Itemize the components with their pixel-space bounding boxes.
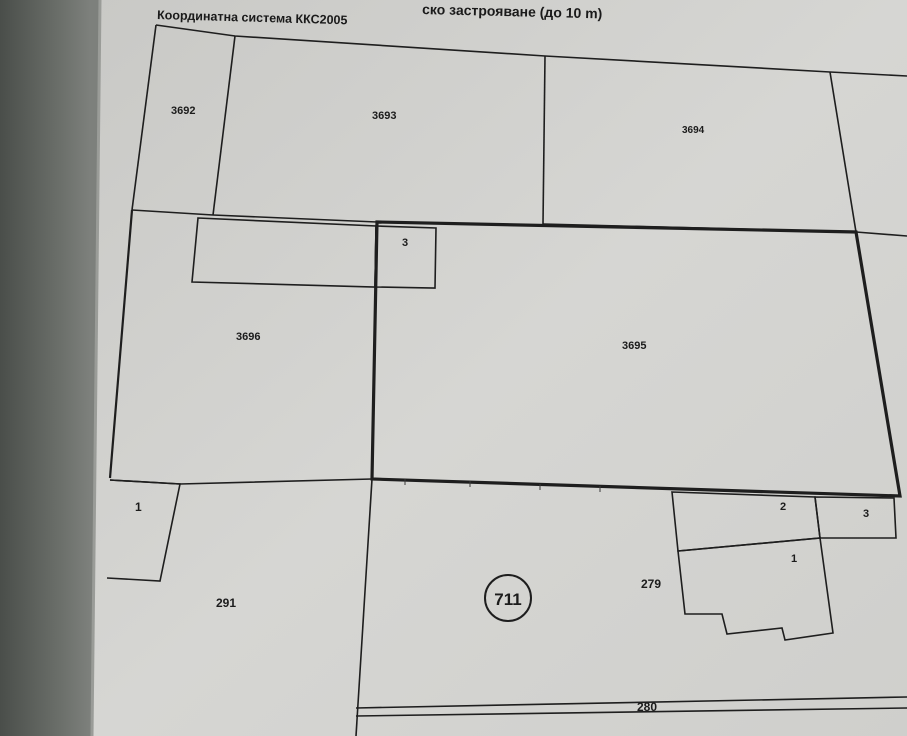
parcel-3695-outline bbox=[370, 220, 902, 498]
parcel-label-3696: 3696 bbox=[236, 331, 260, 343]
boundary-ticks bbox=[404, 479, 601, 492]
boundary-280-top bbox=[355, 696, 907, 709]
building-label-3-right: 3 bbox=[863, 508, 869, 520]
parcel-label-3693: 3693 bbox=[372, 110, 396, 122]
divider-3693-3694 bbox=[542, 55, 546, 225]
parcel-label-291: 291 bbox=[216, 596, 236, 610]
building-3-right bbox=[814, 496, 897, 539]
block-number-label: 711 bbox=[494, 590, 521, 609]
parcel-label-3692: 3692 bbox=[171, 105, 195, 117]
building-1-left bbox=[106, 479, 181, 582]
coordinate-system-label: Координатна система ККС2005 bbox=[157, 8, 348, 27]
building-1-right bbox=[677, 537, 834, 641]
building-label-1-right: 1 bbox=[791, 553, 797, 565]
divider-3694-right bbox=[829, 71, 857, 233]
parcel-label-3695: 3695 bbox=[622, 340, 646, 352]
divider-3692-3693 bbox=[212, 35, 236, 216]
paper-edge bbox=[90, 0, 102, 736]
parcel-label-279: 279 bbox=[641, 577, 661, 591]
parcel-label-3694: 3694 bbox=[682, 125, 705, 136]
boundary-280-bottom bbox=[355, 707, 907, 717]
building-label-1-left: 1 bbox=[135, 500, 142, 514]
boundary-left-top bbox=[131, 24, 157, 211]
boundary-row-one-bottom bbox=[131, 209, 378, 223]
header-title-fragment: ско застрояване (до 10 m) bbox=[422, 1, 603, 21]
divider-291-279 bbox=[355, 478, 373, 736]
boundary-right-edge bbox=[855, 231, 907, 237]
building-label-2-right: 2 bbox=[780, 501, 786, 513]
paper-sheet bbox=[92, 0, 907, 736]
boundary-left-3696 bbox=[108, 209, 134, 479]
parcel-label-280: 280 bbox=[637, 700, 657, 714]
block-number-circle bbox=[484, 574, 532, 622]
building-label-3-top: 3 bbox=[402, 237, 408, 249]
